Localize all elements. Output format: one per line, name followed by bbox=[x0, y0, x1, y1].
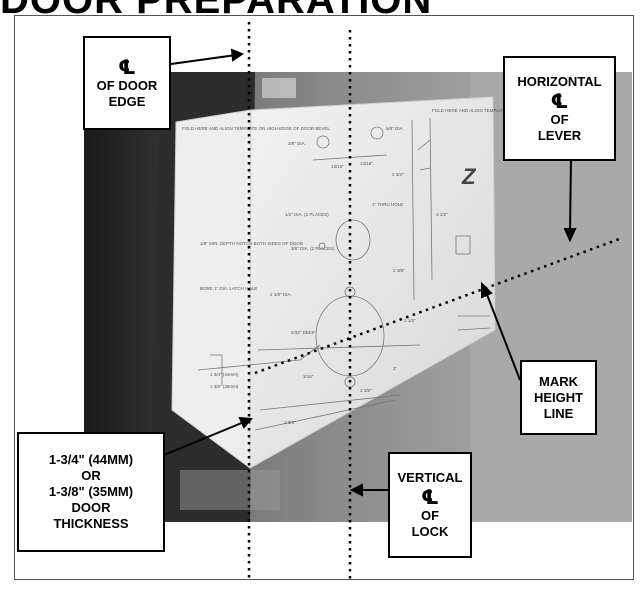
template-dim-1316a: 13/16" bbox=[331, 164, 344, 169]
template-dim-2b: 2 3/8" bbox=[360, 388, 372, 393]
callout-mark-height-line1: MARK bbox=[539, 373, 578, 389]
centerline-symbol: ℄ bbox=[550, 88, 569, 113]
tape-mark bbox=[262, 78, 296, 98]
centerline-symbol: ℄ bbox=[118, 55, 136, 79]
template-dia-58: 5/8" DIA. bbox=[386, 126, 404, 131]
template-dim-234b: 2 3/4" bbox=[284, 420, 296, 425]
callout-door-thickness-line5: THICKNESS bbox=[53, 516, 129, 531]
template-dim-2: 2" bbox=[393, 366, 398, 371]
callout-door-edge-line2: OF DOOR bbox=[96, 78, 158, 93]
brand-logo: Z bbox=[461, 164, 477, 189]
template-thru-hole: 1" THRU HOLE bbox=[372, 202, 403, 207]
template-dim-238: 2 3/8" bbox=[393, 268, 405, 273]
template-dia-218: 2 1/8" DIA. bbox=[270, 292, 292, 297]
callout-vertical-lock-line4: LOCK bbox=[411, 524, 449, 539]
callout-door-thickness: 1-3/4" (44MM) OR 1-3/8" (35MM) DOOR THIC… bbox=[17, 432, 165, 552]
callout-horizontal-lever-line1: HORIZONTAL bbox=[517, 73, 602, 89]
callout-vertical-lock-line1: VERTICAL bbox=[397, 470, 463, 485]
callout-door-edge: ℄ OF DOOR EDGE bbox=[83, 36, 171, 130]
template-paper-right bbox=[249, 96, 496, 469]
callout-door-thickness-line4: DOOR bbox=[71, 500, 111, 515]
callout-horizontal-lever: HORIZONTAL ℄ OF LEVER bbox=[503, 56, 616, 161]
callout-mark-height-line: MARK HEIGHT LINE bbox=[520, 360, 597, 435]
template-dim-138: 1 3/8" (35mm) bbox=[210, 384, 239, 389]
template-dim-1: 1 1/2" bbox=[404, 318, 416, 323]
template-dim-134: 1 3/4" (44mm) bbox=[210, 372, 239, 377]
callout-door-thickness-line3: 1-3/8" (35MM) bbox=[48, 484, 134, 499]
callout-arrows bbox=[163, 48, 577, 497]
template-deep: 5/32" DEEP bbox=[291, 330, 315, 335]
callout-horizontal-lever-line3: OF bbox=[550, 111, 569, 127]
template-drawing bbox=[197, 117, 491, 431]
page-title: DOOR PREPARATION bbox=[0, 0, 433, 22]
template-dim-1316b: 13/16" bbox=[360, 161, 373, 166]
callout-door-thickness-line1: 1-3/4" (44MM) bbox=[48, 452, 134, 467]
template-dia-12: 1/2" DIA. (2 PLACES) bbox=[285, 212, 329, 217]
template-bore: BORE 1" DIA. LATCH HOLE bbox=[200, 286, 257, 291]
callout-mark-height-line2: HEIGHT bbox=[533, 389, 584, 405]
callout-door-thickness-line2: OR bbox=[81, 468, 101, 483]
template-notch: 1/8" MIN. DEPTH NOTCH BOTH SIDES OF DOOR bbox=[200, 241, 304, 246]
callout-mark-height-line3: LINE bbox=[543, 405, 574, 421]
template-dim-316: 3/16" bbox=[303, 374, 314, 379]
template-dia-38: 3/8" DIA. bbox=[288, 141, 306, 146]
figure-frame bbox=[14, 15, 634, 580]
tape-mark-2 bbox=[180, 470, 280, 510]
callout-door-edge-line3: EDGE bbox=[108, 94, 146, 109]
lever-horizontal-centerline bbox=[254, 236, 623, 375]
template-dim-234: 2 3/4" bbox=[392, 172, 404, 177]
centerline-symbol: ℄ bbox=[421, 485, 439, 509]
template-dia-38b: 3/8" DIA. (2 PLACES) bbox=[291, 246, 335, 251]
callout-vertical-lock-line3: OF bbox=[420, 508, 440, 523]
template-fold-left: FOLD HERE AND ALIGN TEMPLATE ON HIGH EDG… bbox=[182, 126, 330, 131]
callout-horizontal-lever-line4: LEVER bbox=[537, 127, 582, 143]
template-dim-side: 3 1/2" bbox=[436, 212, 448, 217]
callout-vertical-lock: VERTICAL ℄ OF LOCK bbox=[388, 452, 472, 558]
